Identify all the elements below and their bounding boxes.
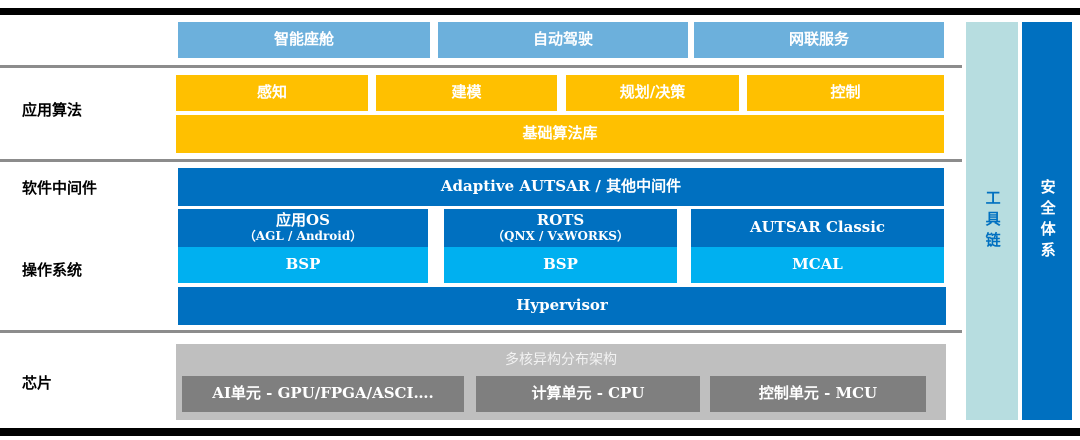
os-autosar-classic: AUTSAR Classic [691,209,944,247]
layer-label-os: 操作系统 [22,261,83,279]
toolchain-label: 工具链 [983,189,1002,253]
chip-ai-unit: AI单元 - GPU/FPGA/ASCI…. [182,376,464,412]
algo-control: 控制 [747,75,944,111]
layer-label-chip: 芯片 [22,374,53,392]
app-connected-services: 网联服务 [694,22,944,58]
bottom-border [0,428,1080,436]
layer-label-middleware: 软件中间件 [22,179,98,197]
algo-base-library: 基础算法库 [176,115,944,153]
chip-control-unit: 控制单元 - MCU [710,376,926,412]
middleware-adaptive-autosar: Adaptive AUTSAR / 其他中间件 [178,168,944,206]
divider [0,330,962,333]
toolchain-column: 工具链 [966,22,1018,420]
chip-compute-unit: 计算单元 - CPU [476,376,700,412]
layer-label-algorithms: 应用算法 [22,101,83,119]
chip-title: 多核异构分布架构 [505,351,617,368]
os-hypervisor: Hypervisor [178,287,946,325]
os-subtitle: （QNX / VxWORKS） [492,228,629,243]
os-bsp: BSP [444,247,677,283]
security-label: 安全体系 [1038,179,1057,263]
os-subtitle: （AGL / Android） [243,228,363,243]
algo-perception: 感知 [176,75,368,111]
os-rtos: ROTS （QNX / VxWORKS） [444,209,677,247]
os-title: ROTS [536,211,585,230]
top-border [0,8,1080,15]
algo-planning: 规划/决策 [566,75,739,111]
security-column: 安全体系 [1022,22,1072,420]
os-bsp: BSP [178,247,428,283]
app-autonomous-driving: 自动驾驶 [438,22,688,58]
divider [0,65,962,68]
divider [0,159,962,162]
app-smart-cockpit: 智能座舱 [178,22,430,58]
algo-modeling: 建模 [376,75,557,111]
os-mcal: MCAL [691,247,944,283]
os-application-os: 应用OS （AGL / Android） [178,209,428,247]
os-title: 应用OS [276,211,330,230]
